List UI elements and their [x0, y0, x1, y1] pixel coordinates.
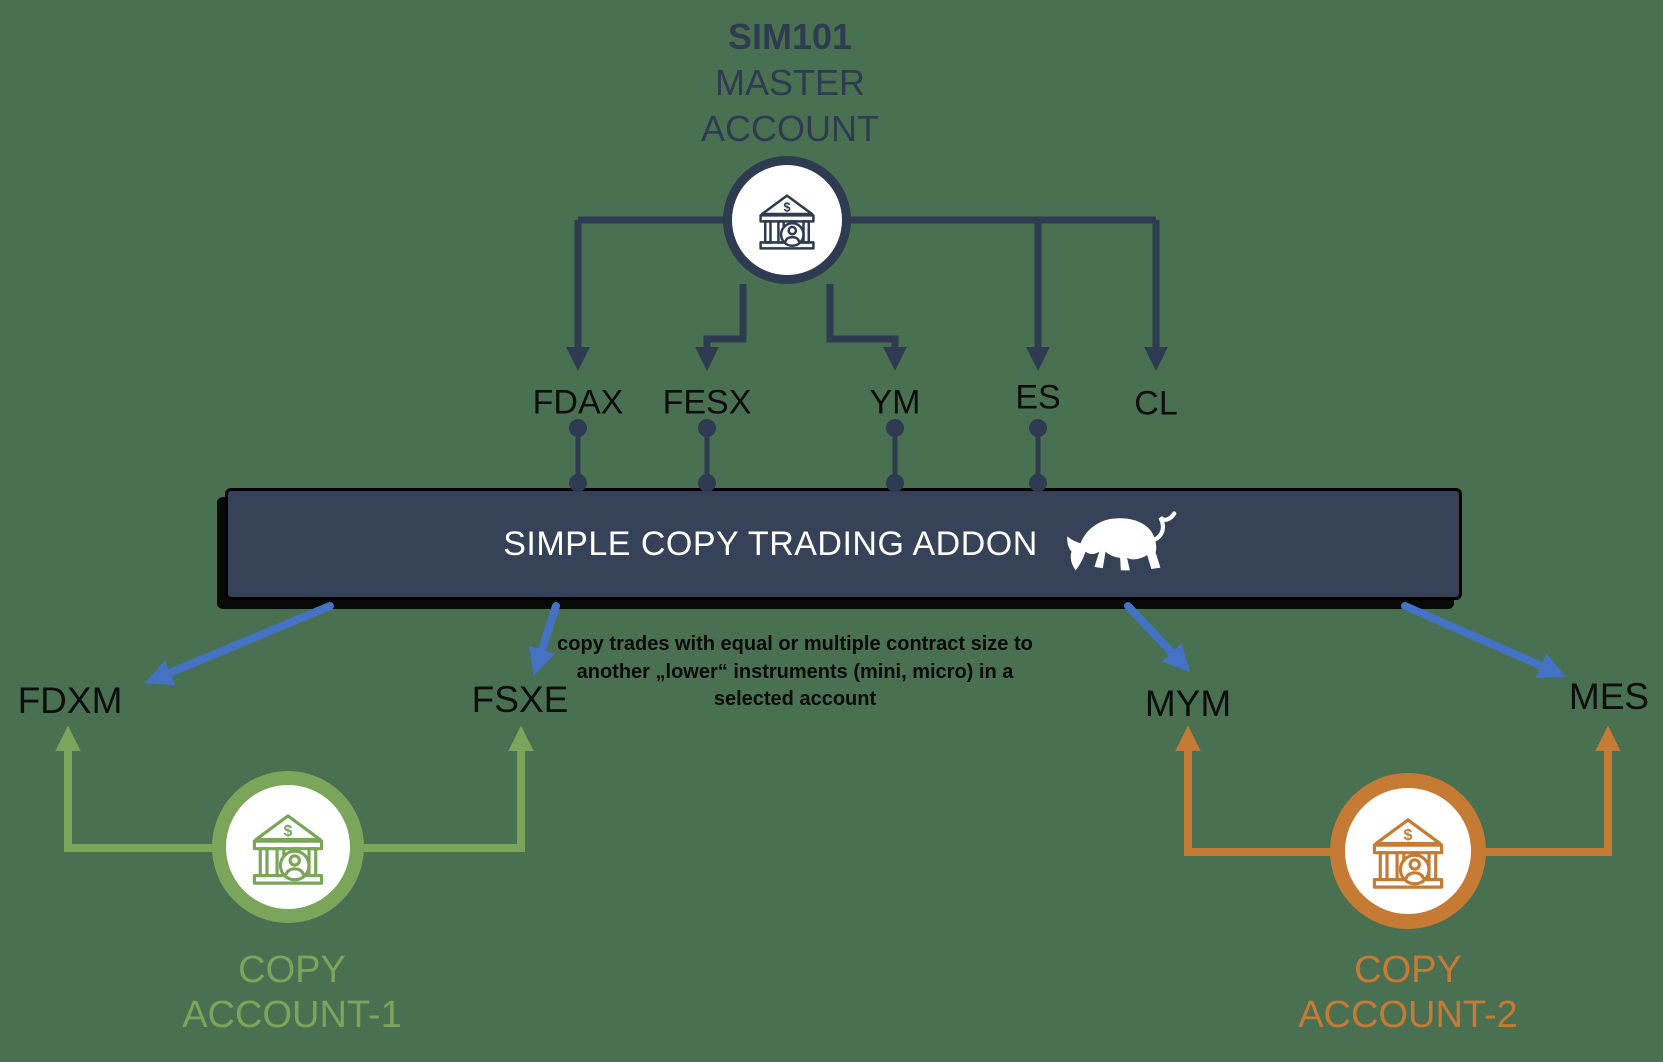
addon-caption-line3: selected account [713, 688, 877, 710]
copy-account-1-lines [55, 725, 534, 852]
master-distribution-lines [566, 216, 1168, 371]
addon-caption: copy trades with equal or multiple contr… [557, 631, 1033, 714]
copy-arrows [145, 602, 1566, 686]
instrument-label-mes: MES [1568, 676, 1650, 717]
bank-icon [1366, 809, 1450, 893]
copy-account-2-label: COPY ACCOUNT-2 [1298, 948, 1518, 1038]
master-account-title: SIM101 MASTER ACCOUNT [701, 14, 879, 152]
addon-caption-line1: copy trades with equal or multiple contr… [557, 633, 1033, 655]
master-account-title-line3: ACCOUNT [701, 108, 879, 149]
instrument-label-cl: CL [1134, 384, 1178, 423]
copy-account-1-node [212, 771, 364, 923]
copy-account-2-node [1330, 773, 1486, 929]
copy-account-1-line2: ACCOUNT-1 [182, 994, 402, 1036]
instrument-label-fesx: FESX [662, 383, 752, 422]
copy-account-2-line2: ACCOUNT-2 [1298, 994, 1518, 1036]
instrument-label-ym: YM [869, 383, 921, 422]
instrument-label-mym: MYM [1144, 683, 1232, 724]
instrument-label-es: ES [1015, 378, 1061, 417]
copy-account-1-label: COPY ACCOUNT-1 [182, 948, 402, 1038]
instrument-label-fdax: FDAX [532, 383, 624, 422]
bull-icon [1067, 511, 1177, 571]
addon-bar-title: SIMPLE COPY TRADING ADDON [503, 524, 1038, 563]
addon-bar: SIMPLE COPY TRADING ADDON [225, 488, 1462, 600]
bank-icon [754, 187, 820, 253]
master-account-node [723, 156, 851, 284]
copy-account-1-line1: COPY [238, 949, 346, 991]
master-account-title-line2: MASTER [714, 62, 865, 103]
addon-caption-line2: another „lower“ instruments (mini, micro… [576, 660, 1014, 683]
instrument-label-fdxm: FDXM [17, 680, 123, 721]
bank-icon [246, 805, 330, 889]
copy-account-2-lines [1175, 725, 1621, 856]
instrument-to-bar-connectors [569, 419, 1047, 492]
copy-account-2-line1: COPY [1354, 949, 1462, 991]
master-account-code: SIM101 [727, 16, 853, 57]
instrument-label-fsxe: FSXE [471, 679, 569, 720]
